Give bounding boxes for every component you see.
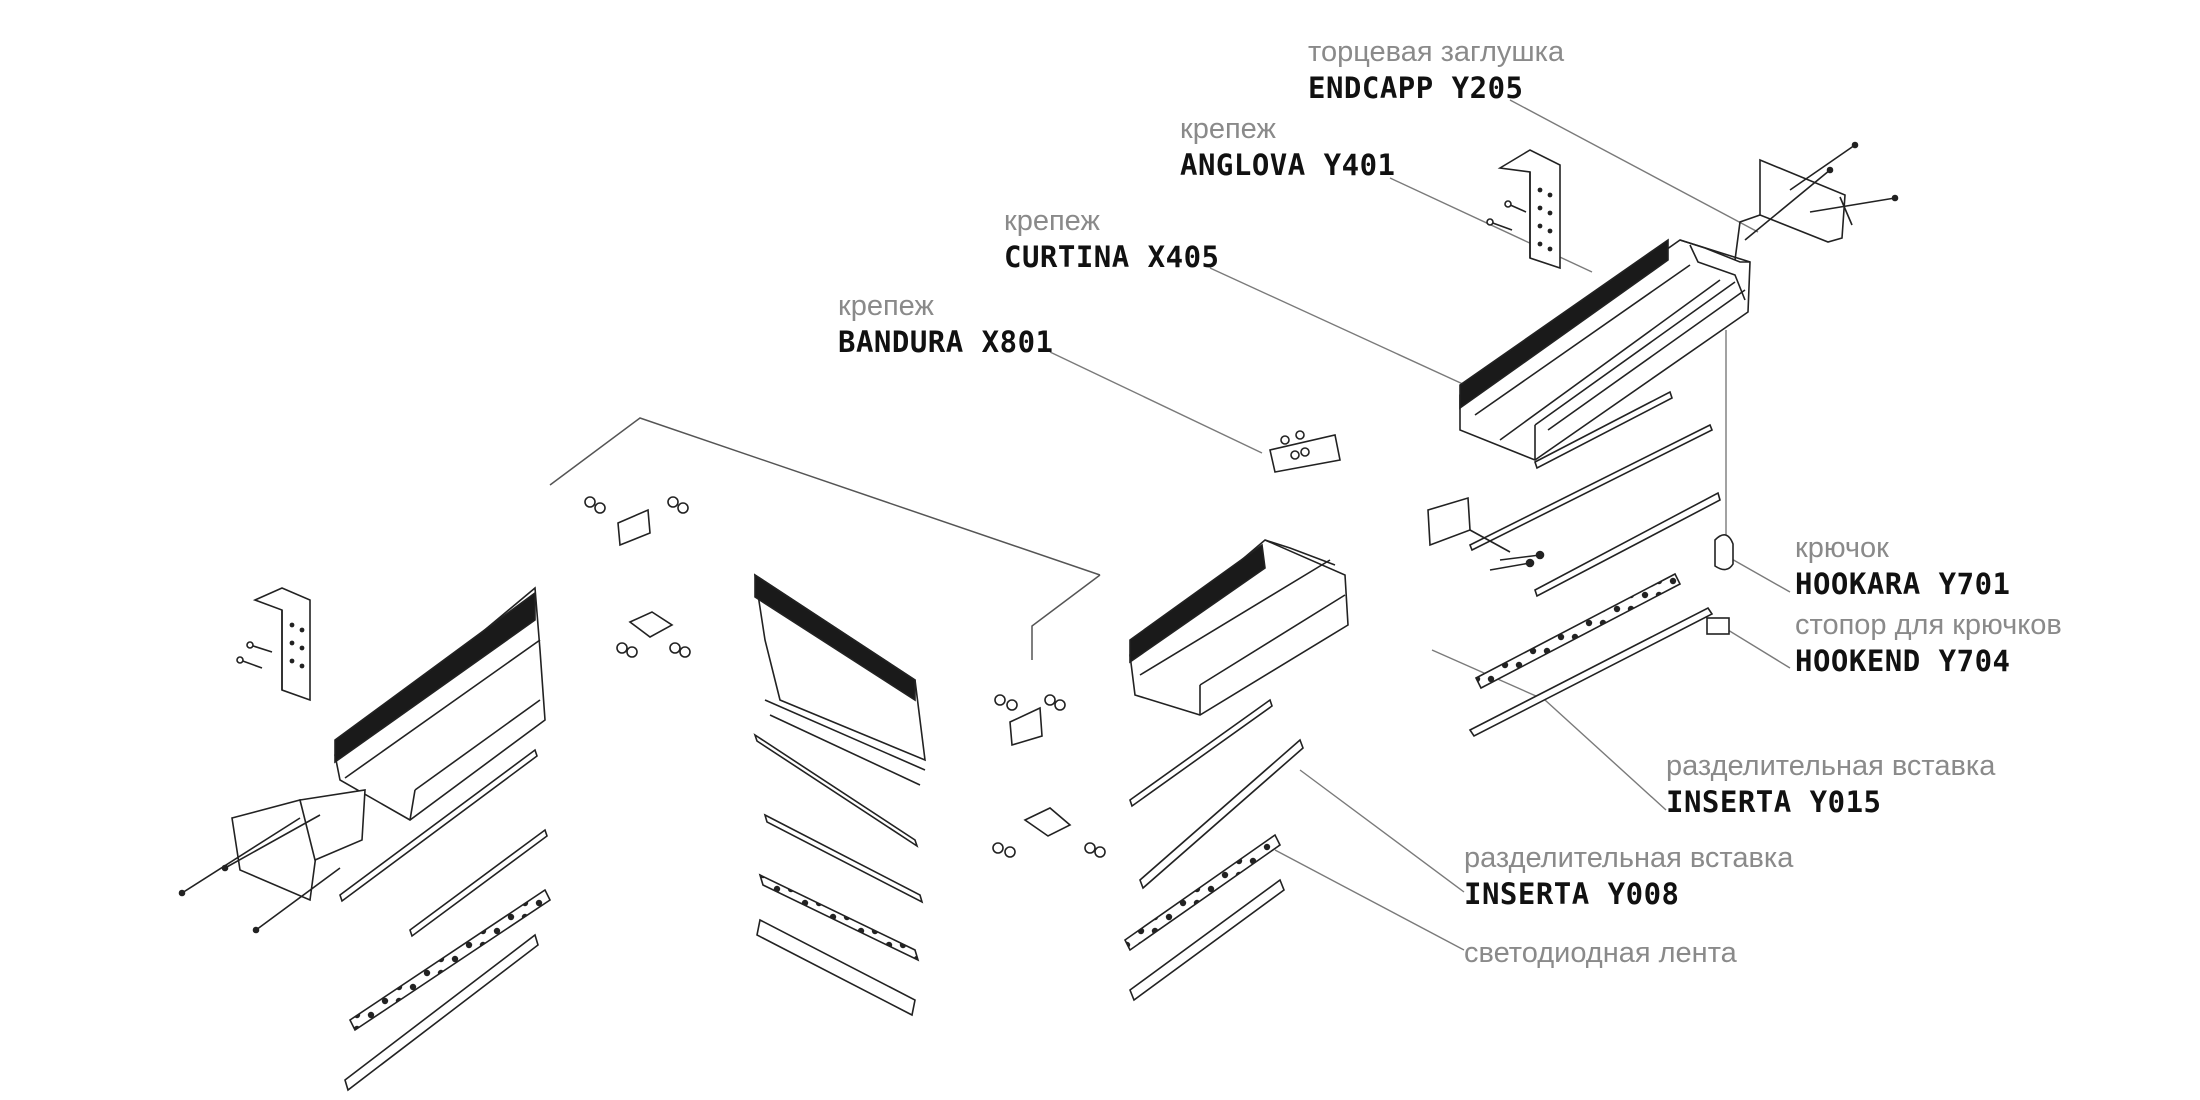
anglova-bracket-left bbox=[236, 587, 311, 702]
connector-2 bbox=[616, 611, 691, 658]
ceiling-outline bbox=[549, 417, 1101, 660]
callout-inserta-y008-type: разделительная вставка bbox=[1464, 842, 1794, 874]
callout-curtina-code: CURTINA X405 bbox=[1004, 240, 1220, 274]
bandura-bracket bbox=[1269, 430, 1341, 473]
callout-hookend-code: HOOKEND Y704 bbox=[1795, 644, 2011, 678]
curtina-bracket bbox=[1427, 496, 1545, 571]
callout-curtina-type: крепеж bbox=[1004, 205, 1100, 237]
callout-endcapp: торцевая заглушка ENDCAPP Y205 bbox=[1308, 35, 1564, 107]
insert-strips-upper bbox=[1468, 390, 1721, 738]
callout-hookend: стопор для крючков HOOKEND Y704 bbox=[1795, 608, 2062, 680]
callout-anglova-code: ANGLOVA Y401 bbox=[1180, 148, 1396, 182]
callout-inserta-y015-type: разделительная вставка bbox=[1666, 750, 1996, 782]
callout-inserta-y008-code: INSERTA Y008 bbox=[1464, 877, 1680, 911]
left-profile-assembly bbox=[178, 586, 552, 1092]
callout-hookara-code: HOOKARA Y701 bbox=[1795, 567, 2011, 601]
center-profile-assembly bbox=[753, 573, 926, 1017]
hook-parts bbox=[1706, 534, 1734, 635]
callout-bandura-type: крепеж bbox=[838, 290, 934, 322]
callout-anglova: крепеж ANGLOVA Y401 bbox=[1180, 112, 1396, 184]
callout-anglova-type: крепеж bbox=[1180, 113, 1276, 145]
end-cap-screws-left bbox=[178, 814, 341, 934]
callout-led-strip: светодиодная лента bbox=[1464, 936, 1737, 970]
callout-inserta-y015-code: INSERTA Y015 bbox=[1666, 785, 1882, 819]
insert-strips-right-middle bbox=[1123, 698, 1304, 1002]
connector-4 bbox=[992, 807, 1106, 858]
main-profile-upper bbox=[1459, 238, 1751, 461]
insert-strips-left bbox=[339, 748, 552, 1092]
connector-1 bbox=[584, 496, 689, 547]
callout-endcapp-type: торцевая заглушка bbox=[1308, 36, 1565, 68]
callout-curtina: крепеж CURTINA X405 bbox=[1004, 204, 1220, 276]
right-middle-profile-assembly bbox=[1123, 539, 1349, 1002]
upper-right-profile-assembly bbox=[1427, 141, 1899, 738]
callout-bandura-code: BANDURA X801 bbox=[838, 325, 1054, 359]
callout-hookara: крючок HOOKARA Y701 bbox=[1795, 531, 2011, 603]
main-profile-left bbox=[334, 586, 546, 821]
anglova-bracket bbox=[1486, 149, 1561, 270]
connector-3 bbox=[994, 694, 1066, 747]
main-profile-right-middle bbox=[1129, 539, 1349, 716]
callout-led-strip-type: светодиодная лента bbox=[1464, 937, 1737, 969]
callout-inserta-y015: разделительная вставка INSERTA Y015 bbox=[1666, 749, 1995, 821]
callout-hookend-type: стопор для крючков bbox=[1795, 609, 2062, 641]
callout-inserta-y008: разделительная вставка INSERTA Y008 bbox=[1464, 841, 1793, 913]
leader-lines bbox=[1049, 99, 1791, 951]
end-cap-left bbox=[231, 789, 366, 902]
corner-connectors bbox=[584, 496, 1106, 858]
callout-bandura: крепеж BANDURA X801 bbox=[838, 289, 1054, 361]
end-cap-upper bbox=[1734, 158, 1853, 261]
end-cap-screws-upper bbox=[1744, 141, 1899, 241]
main-profile-center bbox=[753, 573, 926, 786]
callout-endcapp-code: ENDCAPP Y205 bbox=[1308, 71, 1524, 105]
callout-hookara-type: крючок bbox=[1795, 532, 1889, 564]
insert-strips-center bbox=[753, 733, 924, 1017]
